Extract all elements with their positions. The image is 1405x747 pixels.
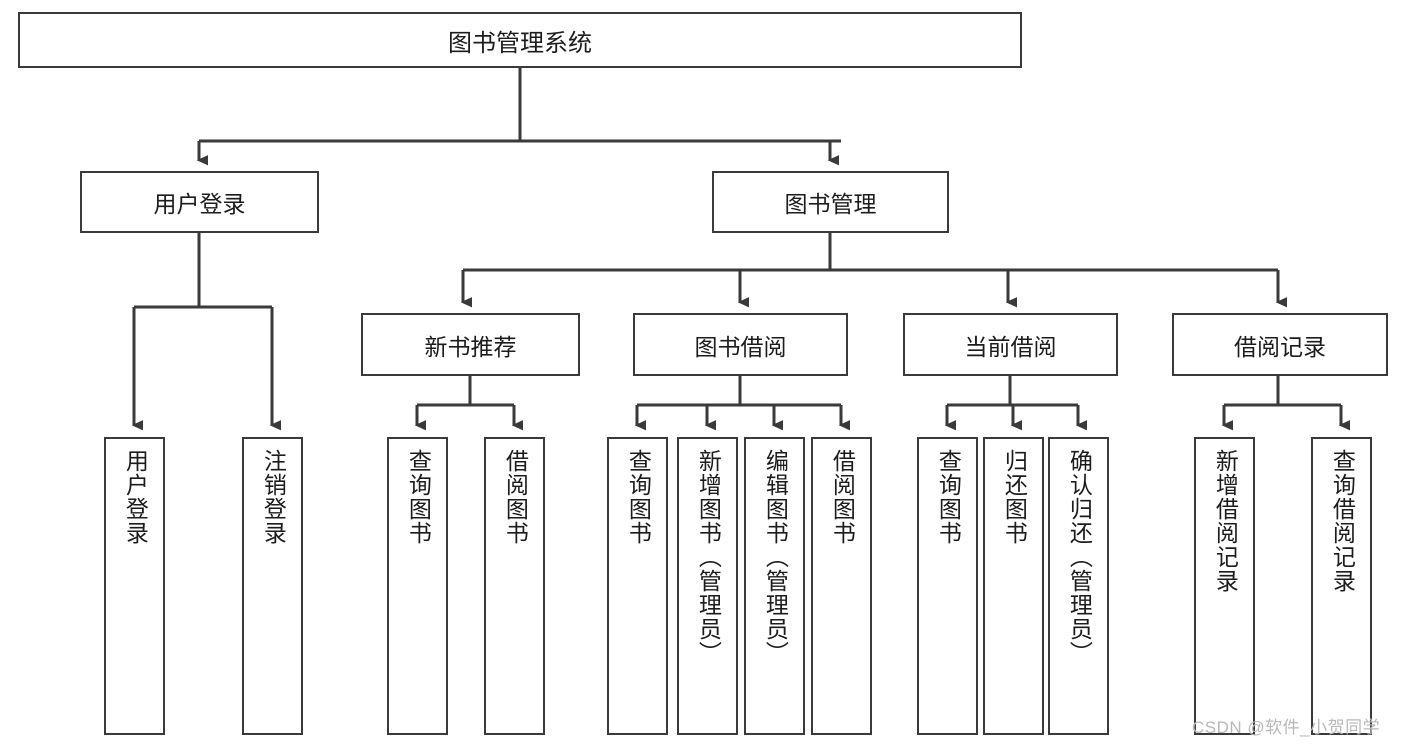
leaf-label: 查询图书 bbox=[405, 449, 432, 545]
node-book-management[interactable]: 图书管理 bbox=[712, 171, 949, 233]
leaf-current-borrow-return-book[interactable]: 归还图书 bbox=[983, 437, 1044, 735]
node-borrow-record[interactable]: 借阅记录 bbox=[1172, 313, 1388, 376]
node-user-login-label: 用户登录 bbox=[153, 191, 246, 217]
node-root-label: 图书管理系统 bbox=[448, 29, 592, 57]
node-current-borrow-label: 当前借阅 bbox=[964, 333, 1057, 360]
leaf-current-borrow-query-book[interactable]: 查询图书 bbox=[917, 437, 978, 735]
leaf-current-borrow-confirm-return[interactable]: 确认归还（管理员） bbox=[1048, 437, 1109, 735]
leaf-book-borrow-edit-book[interactable]: 编辑图书（管理员） bbox=[744, 437, 805, 735]
leaf-book-borrow-borrow-book[interactable]: 借阅图书 bbox=[811, 437, 872, 735]
node-book-management-label: 图书管理 bbox=[784, 191, 877, 217]
leaf-label: 新增图书（管理员） bbox=[695, 449, 722, 665]
leaf-new-book-query-book[interactable]: 查询图书 bbox=[387, 437, 448, 735]
leaf-user-login-login[interactable]: 用户登录 bbox=[104, 437, 165, 735]
leaf-label: 用户登录 bbox=[122, 449, 149, 545]
node-root[interactable]: 图书管理系统 bbox=[18, 12, 1022, 68]
leaf-label: 确认归还（管理员） bbox=[1066, 449, 1093, 665]
node-borrow-record-label: 借阅记录 bbox=[1234, 333, 1326, 360]
csdn-watermark: CSDN @软件_小贺同学 bbox=[1192, 718, 1381, 737]
leaf-label: 查询借阅记录 bbox=[1329, 449, 1356, 593]
leaf-label: 查询图书 bbox=[935, 449, 962, 545]
node-book-borrow-label: 图书借阅 bbox=[694, 333, 787, 360]
node-current-borrow[interactable]: 当前借阅 bbox=[903, 313, 1118, 376]
leaf-book-borrow-query-book[interactable]: 查询图书 bbox=[607, 437, 668, 735]
leaf-label: 查询图书 bbox=[625, 449, 652, 545]
leaf-label: 借阅图书 bbox=[829, 449, 856, 545]
leaf-label: 新增借阅记录 bbox=[1212, 449, 1239, 593]
leaf-book-borrow-add-book[interactable]: 新增图书（管理员） bbox=[677, 437, 738, 735]
leaf-label: 编辑图书（管理员） bbox=[762, 449, 789, 665]
node-book-borrow[interactable]: 图书借阅 bbox=[633, 313, 848, 376]
node-user-login[interactable]: 用户登录 bbox=[80, 171, 319, 233]
leaf-label: 借阅图书 bbox=[502, 449, 529, 545]
node-new-book-recommend-label: 新书推荐 bbox=[424, 333, 517, 360]
leaf-new-book-borrow-book[interactable]: 借阅图书 bbox=[484, 437, 545, 735]
leaf-borrow-record-add-record[interactable]: 新增借阅记录 bbox=[1194, 437, 1255, 735]
node-new-book-recommend[interactable]: 新书推荐 bbox=[361, 313, 580, 376]
leaf-label: 归还图书 bbox=[1001, 449, 1028, 545]
leaf-borrow-record-query-record[interactable]: 查询借阅记录 bbox=[1311, 437, 1372, 735]
leaf-label: 注销登录 bbox=[260, 449, 287, 545]
leaf-user-login-logout[interactable]: 注销登录 bbox=[242, 437, 303, 735]
